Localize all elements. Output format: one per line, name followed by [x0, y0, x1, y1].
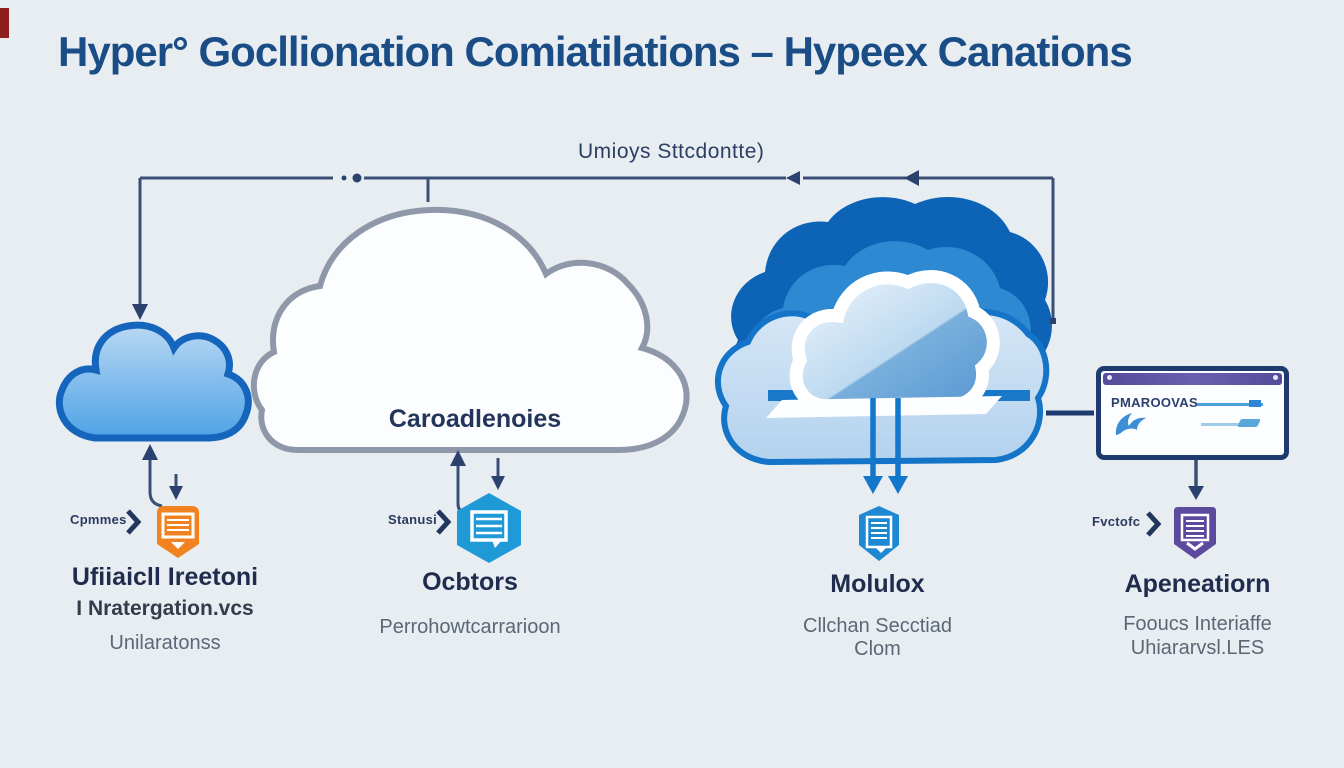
connector-lines	[138, 176, 1198, 518]
node3-title: Molulox	[830, 570, 925, 598]
node1-mini-label: Cpmmes	[70, 512, 127, 527]
node4-subtitle: Fooucs Interiaffe	[1123, 613, 1272, 635]
node2-title: Ocbtors	[422, 568, 518, 596]
top-connector-label: Umioys Sttcdontte)	[578, 140, 765, 163]
node4-subtitle-2: Uhiararvsl.LES	[1130, 637, 1265, 659]
node4-title: Apeneatiorn	[1124, 570, 1271, 598]
node2-subtitle: Perrohowtcarrarioon	[379, 616, 561, 638]
node1-subtitle: I Nratergation.vcs	[76, 597, 254, 620]
node3-subtitle: Cllchan Secctiad	[803, 615, 952, 637]
left-cloud	[55, 321, 252, 442]
chevron-right-icon	[1146, 511, 1162, 537]
browser-window: PMAROOVAS	[1096, 366, 1289, 460]
node1-title: Ufiiaicll Ireetoni	[71, 563, 259, 591]
bird-icon	[1115, 413, 1146, 435]
center-cloud	[251, 206, 690, 453]
node1-subtitle-2: Unilaratonss	[109, 632, 221, 654]
node4-mini-label: Fvctofc	[1092, 514, 1141, 529]
chevron-right-icon	[436, 509, 452, 535]
browser-blue-shape	[1237, 419, 1261, 427]
window-dot-right-icon	[1273, 375, 1278, 380]
window-dot-left-icon	[1107, 375, 1112, 380]
center-cloud-label: Caroadlenoies	[388, 405, 562, 433]
blue-shield-document-icon	[859, 506, 899, 561]
node2-mini-label: Stanusi	[388, 512, 438, 527]
connector-arrowheads	[132, 170, 1204, 500]
chevron-right-icon	[126, 509, 142, 535]
purple-shield-document-icon	[1174, 507, 1216, 559]
orange-document-badge-icon	[157, 506, 199, 558]
browser-blue-nub	[1249, 400, 1261, 407]
red-corner-mark	[0, 8, 9, 38]
browser-text-line	[1197, 403, 1263, 406]
browser-title-bar	[1103, 373, 1282, 385]
right-cloud	[715, 196, 1052, 466]
cloud-download-arrows	[863, 398, 1094, 494]
browser-window-text: PMAROOVAS	[1111, 395, 1198, 410]
blue-hexagon-document-icon	[457, 493, 521, 563]
page-title: Hyper° Gocllionation Comiatilations – Hy…	[58, 28, 1133, 75]
browser-text-line-2	[1201, 423, 1245, 426]
node3-subtitle-2: Clom	[854, 638, 901, 660]
